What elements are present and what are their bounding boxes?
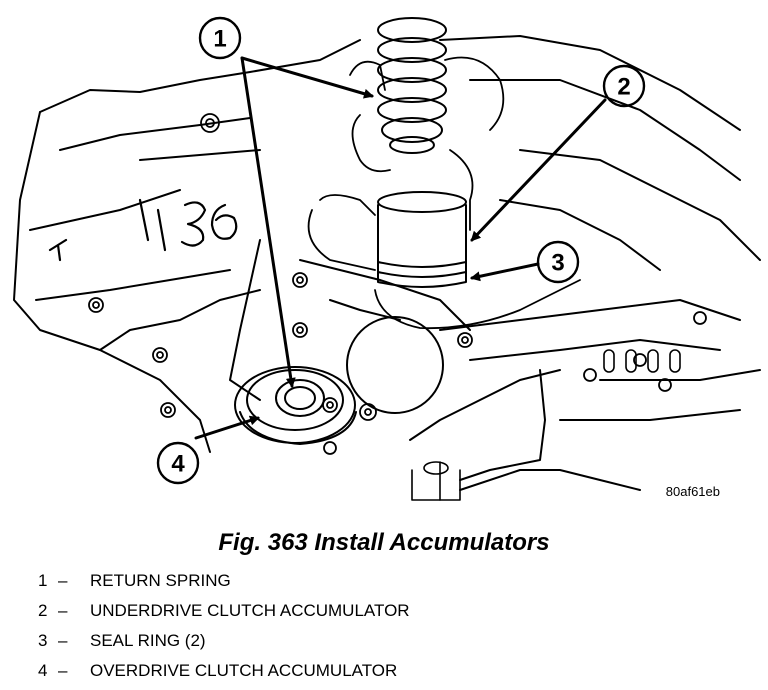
legend-item: 4– OVERDRIVE CLUTCH ACCUMULATOR	[38, 656, 410, 686]
legend-separator: –	[58, 601, 68, 620]
legend-item: 2– UNDERDRIVE CLUTCH ACCUMULATOR	[38, 596, 410, 626]
leader-4	[194, 415, 260, 440]
callout-leaders	[194, 56, 607, 440]
legend: 1–RETURN SPRING 2–UNDERDRIVE CLUTCH ACCU…	[38, 566, 410, 686]
return-spring	[377, 17, 447, 154]
hand	[307, 56, 581, 330]
valve-body	[13, 35, 761, 491]
leader-1b	[240, 56, 296, 388]
callout-2-label: 2	[617, 74, 630, 101]
legend-text: OVERDRIVE CLUTCH ACCUMULATOR	[90, 661, 398, 680]
leader-1a	[240, 56, 374, 99]
overdrive-clutch-accumulator	[234, 366, 357, 445]
legend-separator: –	[58, 571, 68, 590]
cast-boss	[411, 461, 461, 501]
legend-text: UNDERDRIVE CLUTCH ACCUMULATOR	[90, 601, 410, 620]
figure-caption: Fig. 363 Install Accumulators	[218, 529, 550, 556]
bolt-holes	[88, 113, 707, 455]
callout-4-label: 4	[171, 451, 185, 478]
legend-number: 2	[38, 601, 48, 620]
legend-number: 1	[38, 571, 48, 590]
leader-2	[470, 98, 607, 242]
legend-text: RETURN SPRING	[90, 571, 231, 590]
legend-item: 1– RETURN SPRING	[38, 566, 410, 596]
legend-item: 3– SEAL RING (2)	[38, 626, 410, 656]
legend-number: 3	[38, 631, 48, 650]
legend-separator: –	[58, 631, 68, 650]
accumulator-install-diagram: 1 2 3 4 80af61eb	[13, 16, 761, 501]
leader-3	[470, 262, 540, 282]
callout-1-label: 1	[213, 26, 226, 53]
cast-markings	[48, 198, 238, 262]
legend-separator: –	[58, 661, 68, 680]
accumulator-bore	[346, 316, 444, 414]
callout-3-label: 3	[551, 250, 564, 277]
slots	[603, 349, 681, 373]
underdrive-clutch-accumulator	[377, 191, 467, 288]
image-code: 80af61eb	[666, 484, 720, 499]
callout-circles	[156, 16, 646, 485]
legend-text: SEAL RING (2)	[90, 631, 206, 650]
legend-number: 4	[38, 661, 48, 680]
